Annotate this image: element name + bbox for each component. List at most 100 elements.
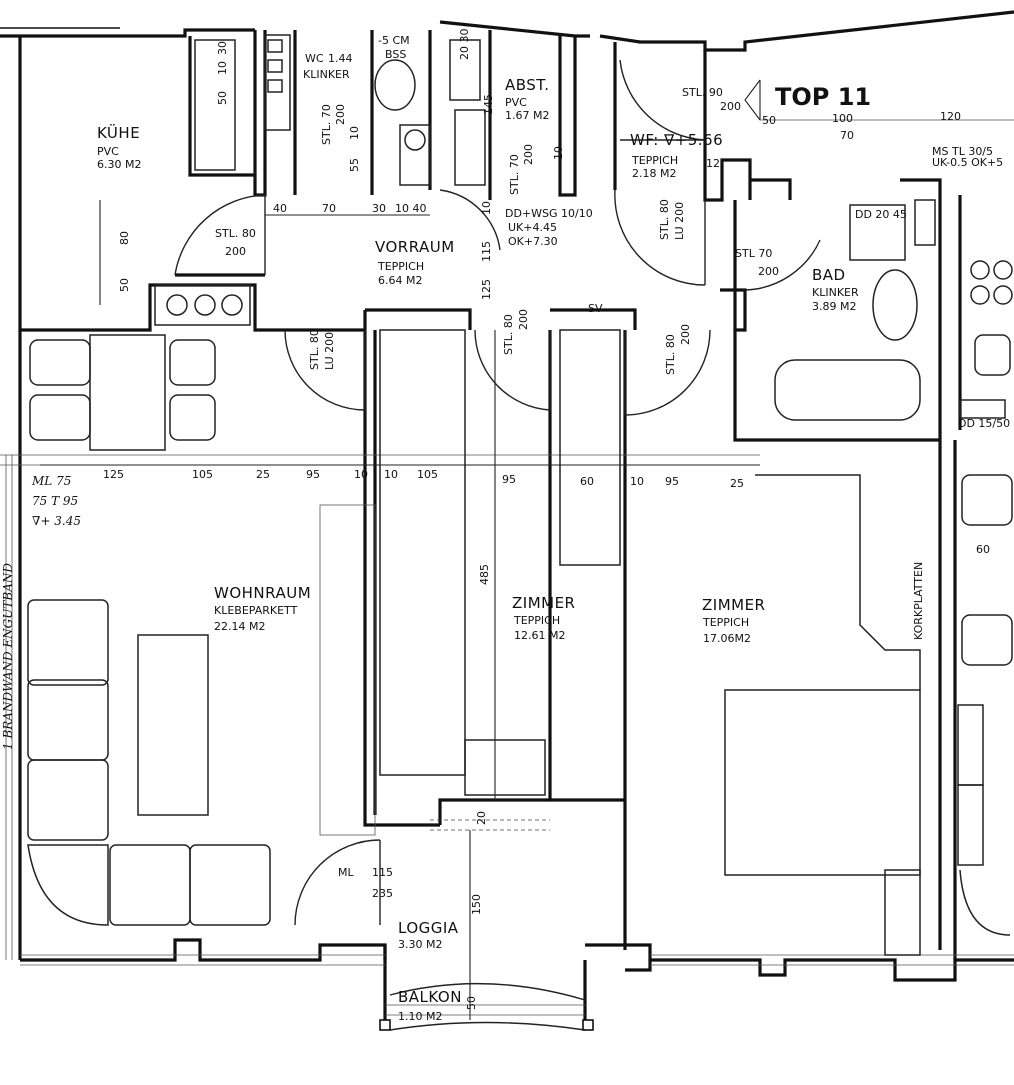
dim-hall-v-1: 55 — [348, 158, 361, 172]
door-height-wc: 200 — [334, 104, 347, 125]
dim-abst-h: 20 30 — [458, 29, 471, 61]
dim-loggia-1: 20 — [475, 811, 488, 825]
note-uk: UK+4.45 — [508, 221, 557, 234]
room-area-balcony: 1.10 M2 — [398, 1010, 442, 1023]
dim-loggia-3: 50 — [465, 996, 478, 1010]
door-width-loggia: 115 — [372, 866, 393, 879]
dim-hall-v-5: 125 — [480, 279, 493, 300]
room-name-storage: ABST. — [505, 76, 549, 94]
room-name-living: WOHNRAUM — [214, 584, 311, 602]
room-name-balcony: BALKON — [398, 988, 462, 1006]
dimension-lines — [40, 200, 760, 1020]
dimension-labels: 50 10 30 20 30 145 40 70 30 10 40 80 50 … — [103, 29, 990, 1011]
room-area-storage: 1.67 M2 — [505, 109, 549, 122]
dim-main-8: 95 — [502, 473, 516, 486]
room-area-room2: 17.06M2 — [703, 632, 751, 645]
door-height-entrance: 200 — [720, 100, 741, 113]
room-name-hall: VORRAUM — [375, 238, 455, 256]
room-labels: KÜHE PVC 6.30 M2 WC 1.44 KLINKER ABST. P… — [97, 52, 871, 1023]
dim-wf-10: 10 — [552, 146, 565, 160]
dim-hall-row-2: 70 — [322, 202, 336, 215]
door-type-kitchen: STL. 80 — [215, 227, 256, 240]
room-area-loggia: 3.30 M2 — [398, 938, 442, 951]
dim-main-6: 10 — [384, 468, 398, 481]
window-lines — [0, 119, 1014, 1016]
dim-loggia-2: 150 — [470, 894, 483, 915]
dim-main-2: 105 — [192, 468, 213, 481]
room-floor-hall: TEPPICH — [377, 260, 424, 273]
note-sv: SV — [588, 302, 603, 315]
room-floor-storage: PVC — [505, 96, 527, 109]
note-ok: OK+7.30 — [508, 235, 558, 248]
note-uk-ok: UK-0.5 OK+5 — [932, 156, 1003, 169]
door-type-loggia: ML — [338, 866, 354, 879]
room-area-bath: 3.89 M2 — [812, 300, 856, 313]
room-name-wc: WC — [305, 52, 324, 65]
dim-hall-row-4: 10 40 — [395, 202, 427, 215]
furniture — [27, 34, 1013, 1031]
room-area-room1: 12.61 M2 — [514, 629, 565, 642]
dim-entrance-4: 70 — [840, 129, 854, 142]
door-height-storage: 200 — [522, 144, 535, 165]
dim-hall-v-3: 10 — [480, 201, 493, 215]
dim-entrance-1: 50 — [762, 114, 776, 127]
dim-kitchen-top-1: 50 — [216, 91, 229, 105]
room-floor-closet: TEPPICH — [631, 154, 678, 167]
dim-kitchen-side-1: 80 — [118, 231, 131, 245]
room-floor-room2: TEPPICH — [702, 616, 749, 629]
door-type-room2: STL. 80 — [664, 334, 677, 375]
dim-main-10: 10 — [630, 475, 644, 488]
dim-main-11: 95 — [665, 475, 679, 488]
door-height-living: LU 200 — [323, 332, 336, 370]
door-type-closet: STL. 80 — [658, 199, 671, 240]
dim-main-1: 125 — [103, 468, 124, 481]
door-type-entrance: STL. 90 — [682, 86, 723, 99]
room-area-closet: 2.18 M2 — [632, 167, 676, 180]
note-ml-hand3: ∇+ 3.45 — [32, 514, 81, 528]
room-name-closet: WF: ∇+5.66 — [630, 131, 723, 149]
door-type-wc: STL. 70 — [320, 104, 333, 145]
note-left-vertical: 1 BRANDWAND ENGUTBAND — [1, 563, 15, 750]
notes: -5 CM BSS DD+WSG 10/10 UK+4.45 OK+7.30 S… — [1, 34, 1010, 750]
room-area-living: 22.14 M2 — [214, 620, 265, 633]
room-name-loggia: LOGGIA — [398, 919, 459, 937]
note-ml-hand2: 75 T 95 — [32, 494, 78, 508]
room-floor-wc: KLINKER — [303, 68, 350, 81]
note-ml-hand: ML 75 — [31, 474, 71, 488]
dim-main-9: 60 — [580, 475, 594, 488]
note-wc-bss: BSS — [385, 48, 406, 61]
dim-hall-v-2: 10 — [348, 126, 361, 140]
dim-main-5: 10 — [354, 468, 368, 481]
room-name-kitchen: KÜHE — [97, 123, 140, 142]
door-type-living: STL. 80 — [308, 329, 321, 370]
dim-main-12: 25 — [730, 477, 744, 490]
room-name-bath: BAD — [812, 266, 846, 284]
room-area-hall: 6.64 M2 — [378, 274, 422, 287]
note-dd-wsg: DD+WSG 10/10 — [505, 207, 593, 220]
room-name-room1: ZIMMER — [512, 594, 575, 612]
room-floor-living: KLEBEPARKETT — [214, 604, 298, 617]
room-floor-room1: TEPPICH — [513, 614, 560, 627]
note-dd-bath: DD 20 45 — [855, 208, 907, 221]
door-labels: STL. 80 200 STL. 70 200 STL. 70 200 STL.… — [215, 86, 779, 900]
dim-right-60: 60 — [976, 543, 990, 556]
door-height-room1: 200 — [517, 309, 530, 330]
dim-abst-w: 145 — [482, 94, 495, 115]
door-height-bath: 200 — [758, 265, 779, 278]
unit-label: TOP 11 — [775, 83, 871, 111]
doors — [174, 59, 821, 1031]
door-type-storage: STL. 70 — [508, 154, 521, 195]
note-dd-right: DD 15/50 — [958, 417, 1010, 430]
door-type-room1: STL. 80 — [502, 314, 515, 355]
dim-kitchen-top-3: 30 — [216, 41, 229, 55]
room-floor-bath: KLINKER — [812, 286, 859, 299]
dim-kitchen-side-2: 50 — [118, 278, 131, 292]
note-korkplatten: KORKPLATTEN — [912, 562, 925, 640]
room-note-wc: 1.44 — [328, 52, 353, 65]
dim-entrance-2: 100 — [832, 112, 853, 125]
door-height-kitchen: 200 — [225, 245, 246, 258]
walls — [0, 10, 1014, 1020]
room-area-kitchen: 6.30 M2 — [97, 158, 141, 171]
